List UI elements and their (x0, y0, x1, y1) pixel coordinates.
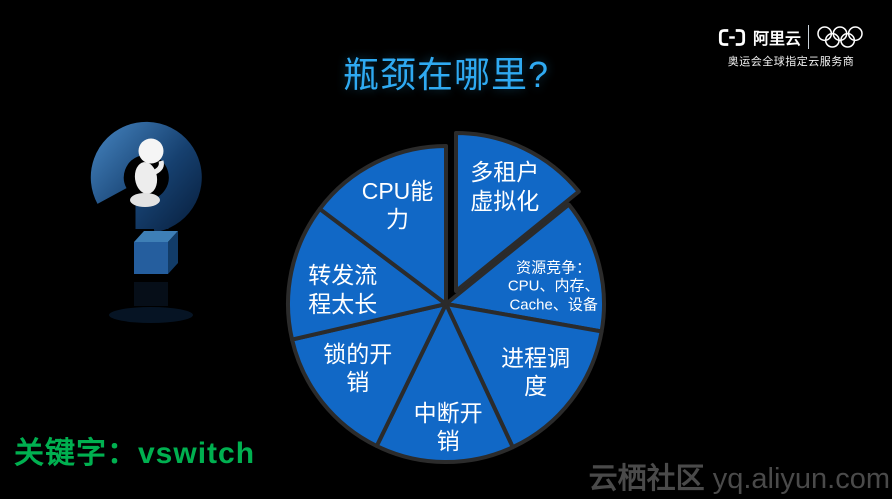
pie-slice-label-6: CPU能力 (361, 177, 434, 232)
pie-slice-label-1: 资源竞争：CPU、内存、Cache、设备 (507, 259, 600, 314)
question-hook (90, 122, 202, 233)
watermark-site: 云栖社区 (588, 463, 705, 495)
pie-slice-4 (290, 302, 448, 449)
pie-slice-label-5: 转发流程太长 (308, 262, 378, 317)
pie-labels: 多租户虚拟化资源竞争：CPU、内存、Cache、设备进程调度中断开销锁的开销 转发… (280, 122, 620, 470)
alibaba-cloud-logo: 阿里云 奥运会全球指定云服务商 (718, 25, 864, 69)
pie-slice-label-0: 多租户虚拟化 (470, 159, 540, 214)
figure-shadow (109, 307, 193, 323)
olympic-rings-icon (817, 26, 863, 48)
pie-svg (286, 131, 606, 464)
question-mark-figure (90, 122, 202, 323)
pie-slice-2 (444, 302, 604, 450)
pie-slice-1 (444, 202, 606, 334)
watermark-url: yq.aliyun.com (712, 463, 890, 495)
bottleneck-pie-chart: 多租户虚拟化资源竞争：CPU、内存、Cache、设备进程调度中断开销锁的开销 转发… (280, 122, 620, 470)
pie-slice-label-3: 中断开销 (413, 400, 483, 455)
alibaba-cloud-bracket-icon (718, 28, 746, 46)
brand-name: 阿里云 (752, 31, 801, 48)
watermark: 云栖社区 yq.aliyun.com (589, 455, 890, 497)
person-figure (130, 138, 164, 207)
pie-slice-label-2: 进程调度 (501, 344, 571, 399)
logo-subtitle: 奥运会全球指定云服务商 (727, 56, 855, 68)
logo-divider (808, 25, 809, 49)
pie-slice-label-4: 锁的开销 (323, 341, 393, 396)
keyword-text: 关键字：vswitch (14, 437, 256, 470)
pie-slice-0 (454, 131, 581, 293)
pie-slice-5 (286, 206, 448, 342)
pie-slice-6 (317, 144, 448, 306)
slide-title: 瓶颈在哪里? (342, 54, 550, 95)
logo-row: 阿里云 (718, 25, 864, 49)
pie-slice-3 (374, 302, 515, 464)
question-dot-cube (134, 231, 178, 306)
